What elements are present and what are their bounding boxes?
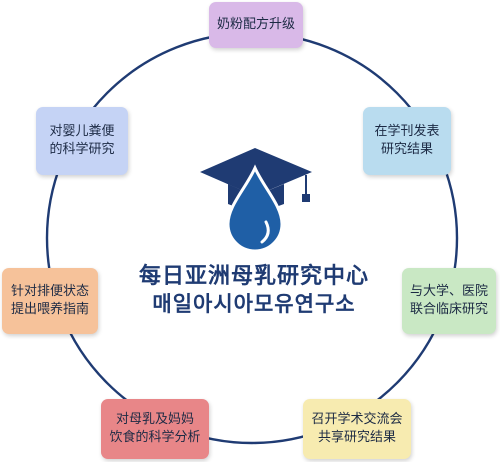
node-academic-exchange-label: 召开学术交流会 共享研究结果 <box>311 412 403 445</box>
node-clinical-research: 与大学、医院 联合临床研究 <box>402 268 496 334</box>
node-academic-exchange: 召开学术交流会 共享研究结果 <box>303 399 411 459</box>
node-journal-publication-label: 在学刊发表 研究结果 <box>374 124 440 157</box>
node-journal-publication: 在学刊发表 研究结果 <box>363 107 451 175</box>
node-formula-upgrade: 奶粉配方升级 <box>209 2 303 48</box>
graduation-cap-drop-icon <box>200 148 312 253</box>
node-formula-upgrade-label: 奶粉配方升级 <box>216 17 295 32</box>
node-infant-stool-research-label: 对婴儿粪便 的科学研究 <box>49 124 115 157</box>
node-feeding-guidance-label: 针对排便状态 提出喂养指南 <box>10 284 89 317</box>
center-title-chinese: 每日亚洲母乳研究中心 <box>138 264 369 289</box>
node-breastmilk-diet-analysis-label: 对母乳及妈妈 饮食的科学分析 <box>109 412 201 445</box>
node-clinical-research-label: 与大学、医院 联合临床研究 <box>409 284 488 317</box>
center-title-korean: 매일아시아모유연구소 <box>152 292 356 316</box>
node-infant-stool-research: 对婴儿粪便 的科学研究 <box>36 107 128 175</box>
node-breastmilk-diet-analysis: 对母乳及妈妈 饮食的科学分析 <box>101 399 209 459</box>
node-feeding-guidance: 针对排便状态 提出喂养指南 <box>2 268 98 334</box>
